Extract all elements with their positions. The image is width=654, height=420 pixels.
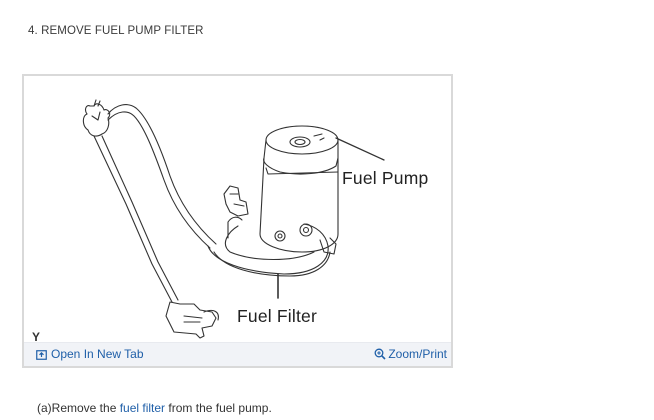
fuel-filter-label: Fuel Filter <box>237 306 317 326</box>
zoom-print-link[interactable]: Zoom/Print <box>374 347 447 361</box>
fuel-filter-link[interactable]: fuel filter <box>119 401 166 415</box>
fuel-pump-label: Fuel Pump <box>342 168 429 188</box>
open-in-new-tab-link[interactable]: Open In New Tab <box>36 347 144 361</box>
step-title: 4. REMOVE FUEL PUMP FILTER <box>28 25 204 37</box>
zoom-in-icon <box>374 348 386 360</box>
instruction-prefix: (a)Remove the <box>37 401 120 415</box>
instruction-suffix: from the fuel pump. <box>165 401 272 415</box>
figure-code: Y <box>32 330 41 344</box>
zoom-print-label: Zoom/Print <box>388 347 447 361</box>
open-in-new-tab-label: Open In New Tab <box>51 347 144 361</box>
fuel-pump-diagram <box>82 99 385 339</box>
instruction-text: (a)Remove the fuel filter from the fuel … <box>37 401 272 415</box>
figure-footer: Open In New Tab Zoom/Print <box>24 342 451 366</box>
open-new-tab-icon <box>36 349 47 360</box>
figure-frame: Fuel Pump Fuel Filter Y Open In New Tab … <box>22 74 453 368</box>
